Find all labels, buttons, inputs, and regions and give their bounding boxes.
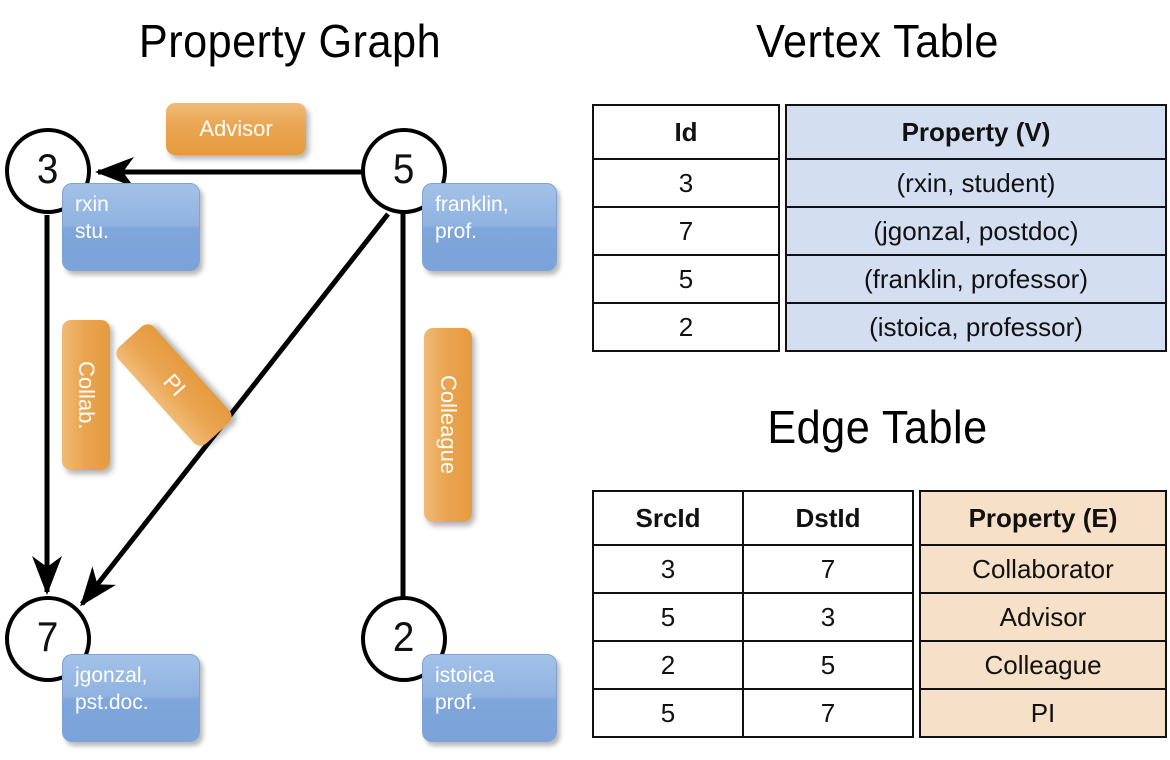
vertex-property-box-2: istoica prof. [422,654,557,742]
table-row: (istoica, professor) [785,302,1167,352]
table-row: 3 [592,544,744,594]
table-row: (jgonzal, postdoc) [785,206,1167,256]
vertex-table-cell-id: 2 [592,302,780,352]
edge-table-cell-dstid: 3 [742,592,914,642]
vertex-table-cell-id: 3 [592,158,780,208]
edge-table-property-column: Property (E) Collaborator Advisor Collea… [919,490,1167,738]
edge-table-srcid-column: SrcId 3 5 2 5 [592,490,744,738]
table-row: 7 [592,206,780,256]
vertex-table-cell-property: (jgonzal, postdoc) [785,206,1167,256]
edge-table-cell-property: Advisor [919,592,1167,642]
vertex-property-box-5: franklin, prof. [422,183,557,271]
vertex-table-header-id: Id [592,104,780,160]
vertex-table-cell-property: (franklin, professor) [785,254,1167,304]
vertex-table-id-column: Id 3 7 5 2 [592,104,780,352]
edge-table-header-srcid: SrcId [592,490,744,546]
vertex-table-property-column: Property (V) (rxin, student) (jgonzal, p… [785,104,1167,352]
table-header-row: Property (E) [919,490,1167,546]
table-row: 5 [592,592,744,642]
edge-table-dstid-column: DstId 7 3 5 7 [742,490,914,738]
table-row: 5 [592,254,780,304]
table-header-row: DstId [742,490,914,546]
edge-table-cell-property: Colleague [919,640,1167,690]
vertex-table: Id 3 7 5 2 Property (V) (rxin, student) … [592,104,1167,352]
edge-table-header-dstid: DstId [742,490,914,546]
table-row: PI [919,688,1167,738]
edge-table-cell-srcid: 5 [592,688,744,738]
table-row: 7 [742,688,914,738]
table-row: 2 [592,640,744,690]
vertex-table-cell-property: (istoica, professor) [785,302,1167,352]
table-header-row: Id [592,104,780,160]
table-header-row: SrcId [592,490,744,546]
table-row: Colleague [919,640,1167,690]
edge-table-cell-property: PI [919,688,1167,738]
edge-table-cell-srcid: 3 [592,544,744,594]
edge-label-colleague: Colleague [424,328,472,522]
page-title-edge-table: Edge Table [767,401,988,453]
edge-label-advisor: Advisor [166,103,306,155]
table-row: (rxin, student) [785,158,1167,208]
vertex-table-cell-property: (rxin, student) [785,158,1167,208]
table-row: 2 [592,302,780,352]
page-title-vertex-table: Vertex Table [756,15,999,67]
edge-table-cell-dstid: 5 [742,640,914,690]
table-row: 3 [742,592,914,642]
edge-table-cell-property: Collaborator [919,544,1167,594]
vertex-node-3-label: 3 [37,145,59,192]
vertex-table-cell-id: 5 [592,254,780,304]
vertex-node-7-label: 7 [37,613,59,660]
table-row: 7 [742,544,914,594]
vertex-property-box-7: jgonzal, pst.doc. [62,654,200,742]
edge-table: SrcId 3 5 2 5 DstId 7 3 5 7 Property (E)… [592,490,1167,738]
graph-edge-lines [32,153,418,607]
edge-table-header-property: Property (E) [919,490,1167,546]
vertex-node-2-label: 2 [393,613,415,660]
edge-5-to-7-pi [80,212,390,607]
vertex-node-5-label: 5 [393,145,415,192]
table-row: Advisor [919,592,1167,642]
edge-table-cell-srcid: 5 [592,592,744,642]
vertex-node-3[interactable]: 3 [5,128,91,214]
table-row: 5 [592,688,744,738]
table-header-row: Property (V) [785,104,1167,160]
table-row: 3 [592,158,780,208]
table-row: (franklin, professor) [785,254,1167,304]
edge-table-cell-dstid: 7 [742,688,914,738]
table-row: Collaborator [919,544,1167,594]
vertex-table-header-property: Property (V) [785,104,1167,160]
page-title-property-graph: Property Graph [138,15,442,67]
edge-table-cell-srcid: 2 [592,640,744,690]
edge-label-collab: Collab. [62,320,110,470]
property-graph-diagram: 3 5 7 2 rxin stu. franklin, prof. jgonza… [0,80,585,760]
edge-table-cell-dstid: 7 [742,544,914,594]
table-row: 5 [742,640,914,690]
vertex-property-box-3: rxin stu. [62,183,200,271]
vertex-table-cell-id: 7 [592,206,780,256]
